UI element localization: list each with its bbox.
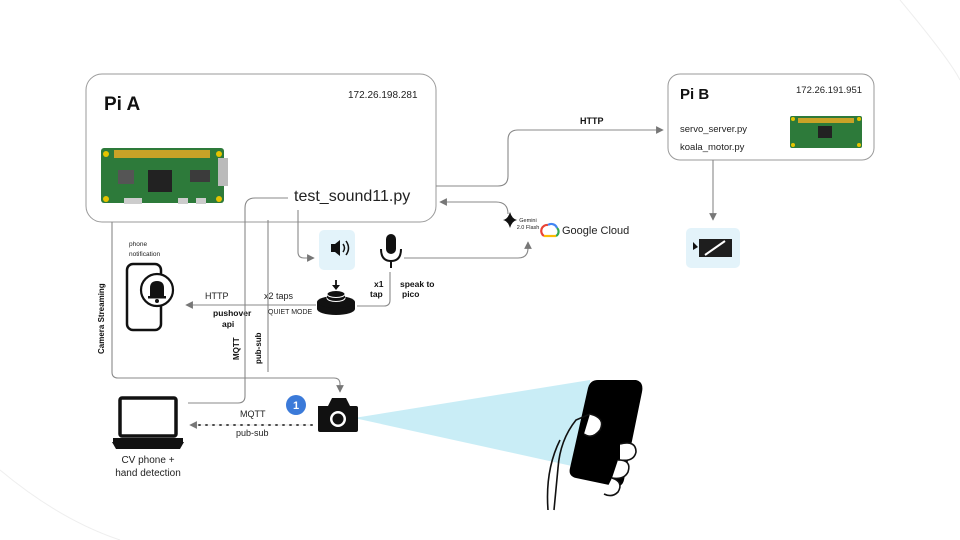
pi-b-file-motor: koala_motor.py (680, 142, 745, 153)
pubsub-vertical-label: pub-sub (254, 332, 263, 364)
http-link-pi-a-to-pi-b (436, 126, 664, 187)
mqtt-vertical-label: MQTT (232, 337, 241, 360)
pi-b-node: Pi B 172.26.191.951 servo_server.py koal… (667, 73, 875, 161)
pi-a-ip: 172.26.198.281 (348, 90, 418, 101)
laptop-label-1: CV phone + (121, 455, 174, 466)
raspberry-pi-board-icon (101, 148, 228, 204)
google-cloud-label: Google Cloud (562, 225, 629, 237)
x2-taps-label: x2 taps (264, 291, 294, 301)
laptop-label-2: hand detection (115, 468, 181, 479)
google-cloud-icon (540, 222, 560, 238)
mqtt-to-script-link (244, 197, 288, 372)
camera-streaming-link (111, 222, 344, 393)
step-badge (286, 395, 306, 415)
speak-to-label: speak to (400, 279, 435, 289)
http-left-label: HTTP (205, 291, 229, 301)
pico-label: pico (402, 289, 419, 299)
phone-notification-label-2: notification (129, 251, 160, 258)
pushover-label-1: pushover (213, 308, 252, 318)
pubsub-bottom-label: pub-sub (236, 428, 269, 438)
step-badge-number: 1 (293, 400, 299, 412)
servo-motor-icon (686, 228, 740, 268)
pi-a-script: test_sound11.py (294, 188, 410, 205)
raspberry-pi-board-icon (790, 116, 862, 148)
pi-b-title: Pi B (680, 86, 709, 103)
gemini-sparkle-icon (503, 212, 517, 228)
laptop-icon (112, 396, 184, 449)
background-arc (899, 0, 960, 81)
http-top-label: HTTP (580, 116, 604, 126)
pushover-label-2: api (222, 319, 234, 329)
phone-notification-label-1: phone (129, 241, 147, 248)
pi-a-title: Pi A (104, 94, 141, 115)
camera-view-cone (354, 380, 590, 470)
hand-phone-icon (546, 380, 643, 511)
speaker-icon (331, 240, 350, 256)
camera-icon (318, 398, 358, 432)
phone-bell-icon (125, 262, 175, 332)
pi-b-file-servo: servo_server.py (680, 124, 747, 135)
mic-to-cloud-link (404, 241, 532, 259)
camera-streaming-label: Camera Streaming (97, 283, 106, 354)
button-icon (317, 280, 355, 315)
tap-label: tap (370, 289, 383, 299)
gemini-label-1: Gemini (519, 218, 536, 224)
gemini-label-2: 2.0 Flash (517, 225, 540, 231)
microphone-icon (380, 234, 402, 268)
background-arc (0, 469, 121, 540)
pi-b-ip: 172.26.191.951 (796, 85, 862, 96)
mqtt-bottom-label: MQTT (240, 409, 266, 419)
x1-label: x1 (374, 279, 384, 289)
pi-a-node: Pi A 172.26.198.281 test_sound11.py (85, 73, 437, 223)
quiet-mode-label: QUIET MODE (268, 309, 313, 316)
cloud-to-pi-a-link (439, 198, 509, 215)
button-to-mic-link (357, 272, 391, 307)
laptop-to-mqtt-link (188, 372, 246, 404)
script-to-speaker-link (297, 210, 315, 262)
